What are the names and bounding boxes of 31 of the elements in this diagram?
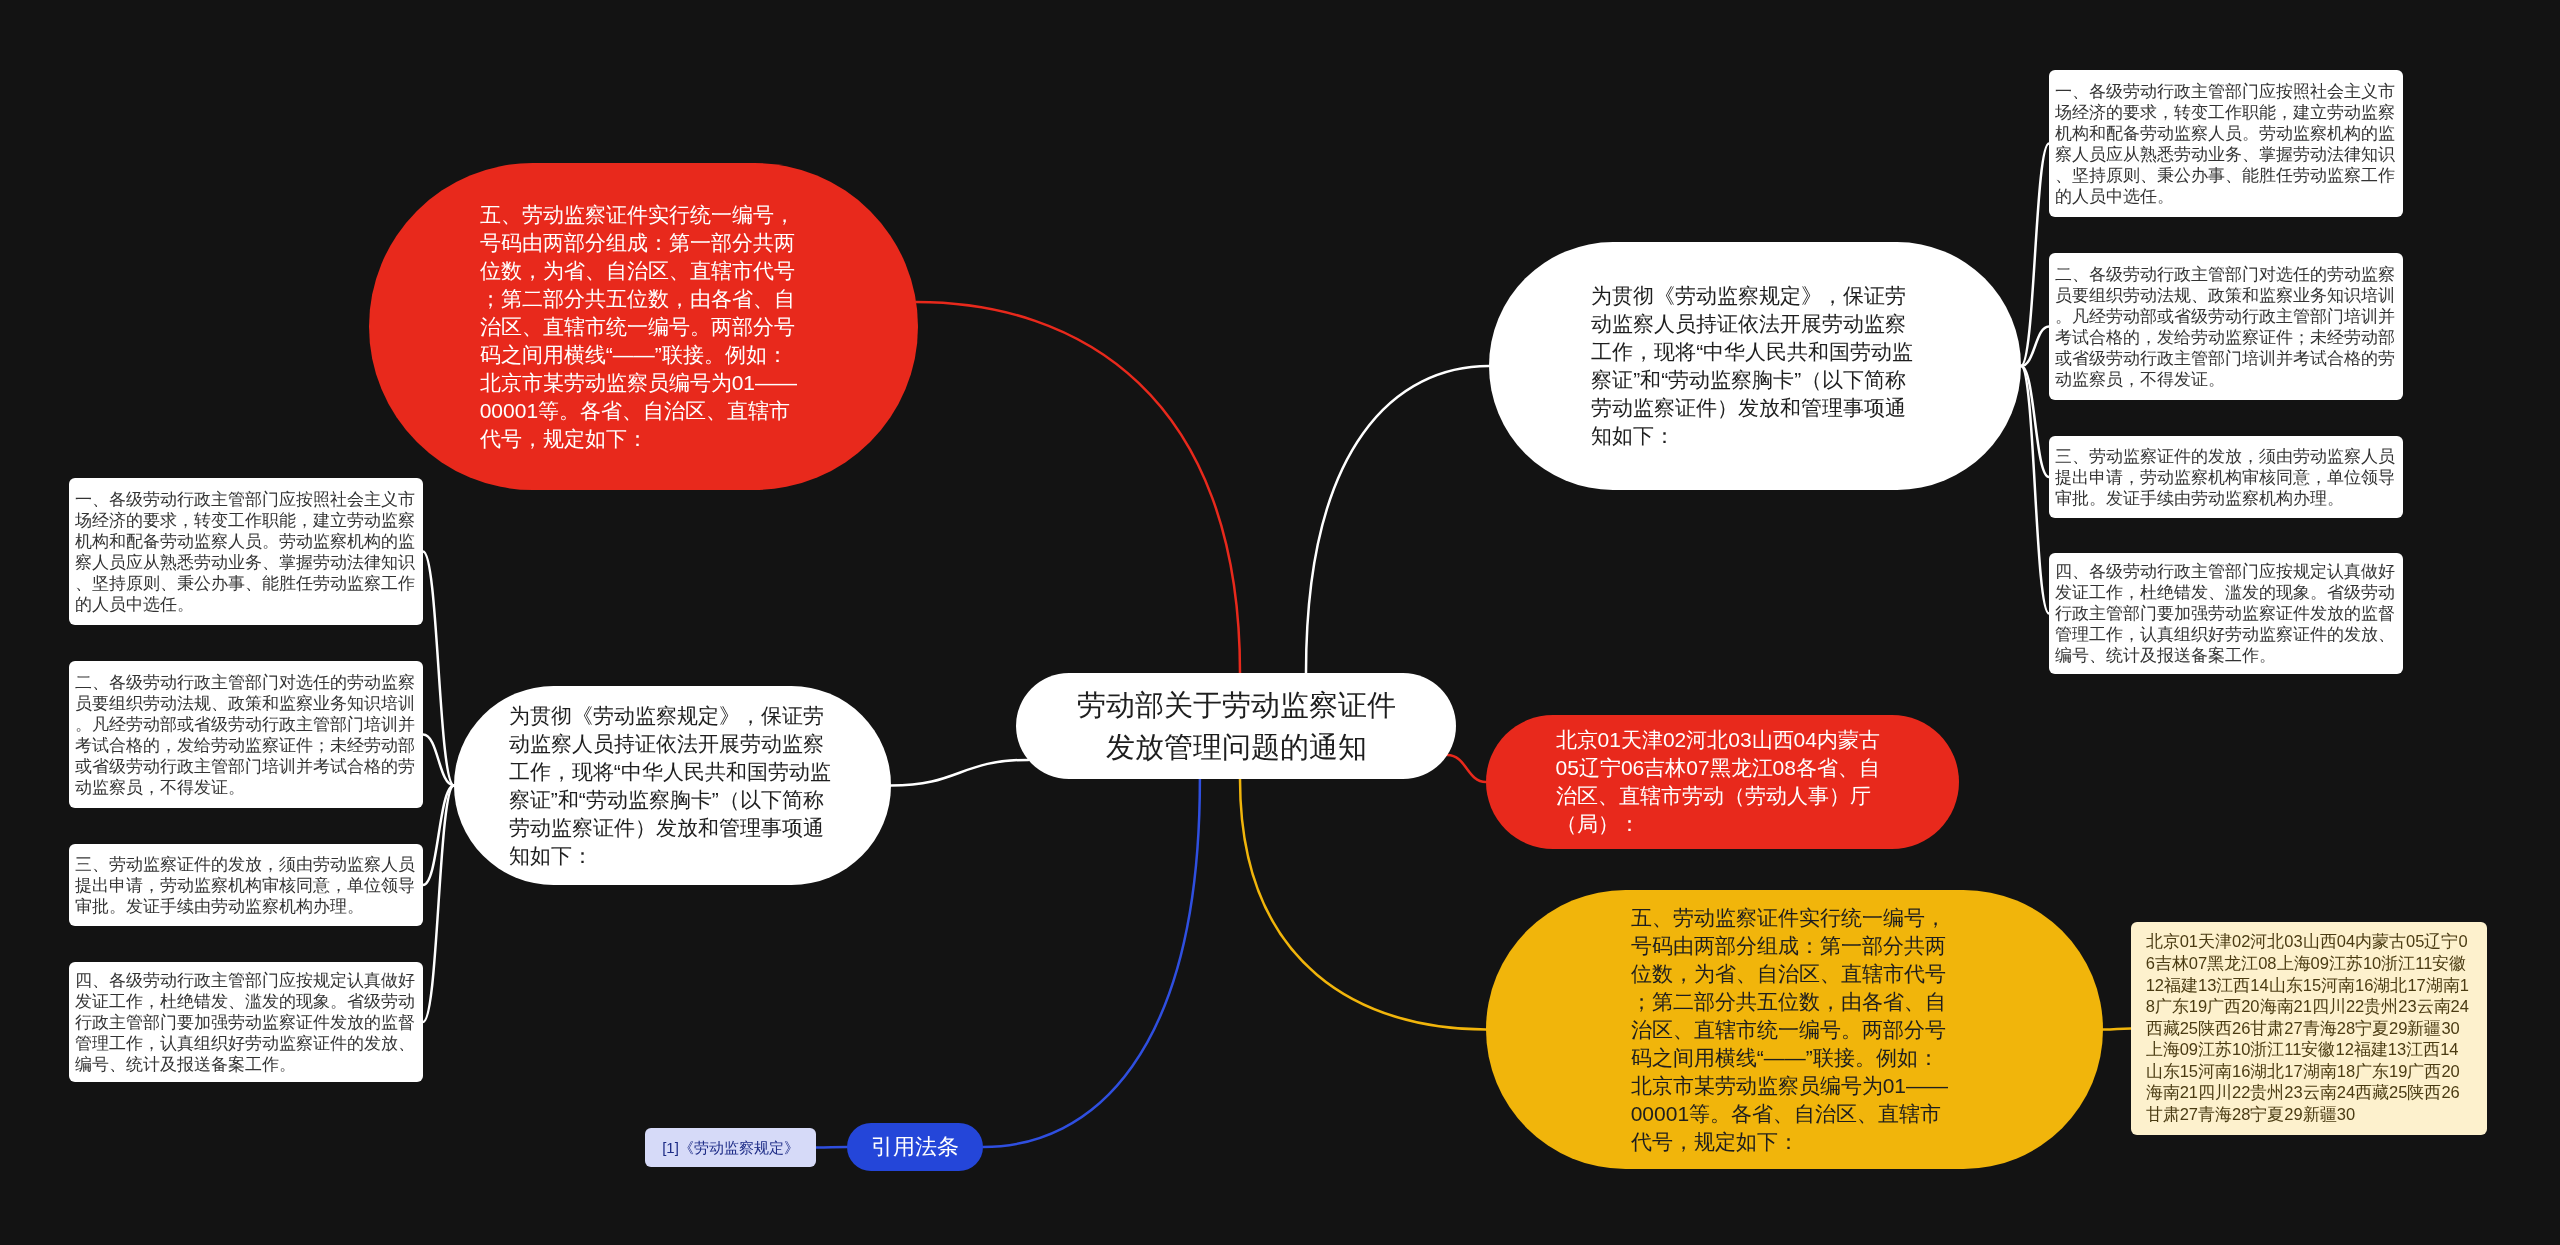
branch-line: [889, 758, 1030, 787]
note-card: 北京01天津02河北03山西04内蒙古05辽宁06吉林07黑龙江08上海09江苏10浙江11安徽12福建13江西14山东15河南16湖北17湖南18广东19广西20海南21四川22贵州23云南24西藏25陕西26甘肃27青海28宁夏29新疆30上海09江苏10浙江11安徽12福建13江西14山东15河南16湖北17湖南18广东19广西20海南21四川22贵州23云南24西藏25陕西26甘肃27青海28宁夏29新疆30: [2131, 922, 2487, 1135]
branch-line: [421, 784, 456, 887]
note-card: 四、各级劳动行政主管部门应按规定认真做好发证工作，杜绝错发、滥发的现象。省级劳动行政主管部门要加强劳动监察证件发放的监督管理工作，认真组织好劳动监察证件的发放、编号、统计及报送备案工作。: [69, 962, 423, 1082]
branch-line: [421, 784, 456, 1024]
branch-line: [1238, 777, 1488, 1031]
branch-line: [1304, 364, 1491, 675]
branch-line: [1446, 753, 1488, 784]
branch-line: [2019, 142, 2051, 368]
topic-bubble: 五、劳动监察证件实行统一编号，号码由两部分组成：第一部分共两位数，为省、自治区、直辖市代号；第二部分共五位数，由各省、自治区、直辖市统一编号。两部分号码之间用横线“——”联接。例如：北京市某劳动监察员编号为01——00001等。各省、自治区、直辖市代号，规定如下：: [369, 163, 918, 490]
branch-line: [814, 1145, 849, 1149]
note-card: 一、各级劳动行政主管部门应按照社会主义市场经济的要求，转变工作职能，建立劳动监察机构和配备劳动监察人员。劳动监察机构的监察人员应从熟悉劳动业务、掌握劳动法律知识、坚持原则、秉公办事、能胜任劳动监察工作的人员中选任。: [69, 478, 423, 625]
note-card: 二、各级劳动行政主管部门对选任的劳动监察员要组织劳动法规、政策和监察业务知识培训。凡经劳动部或省级劳动行政主管部门培训并考试合格的，发给劳动监察证件；未经劳动部或省级劳动行政主管部门培训并考试合格的劳动监察员，不得发证。: [69, 661, 423, 808]
branch-line: [2019, 364, 2051, 615]
note-card: 二、各级劳动行政主管部门对选任的劳动监察员要组织劳动法规、政策和监察业务知识培训。凡经劳动部或省级劳动行政主管部门培训并考试合格的，发给劳动监察证件；未经劳动部或省级劳动行政主管部门培训并考试合格的劳动监察员，不得发证。: [2049, 253, 2403, 400]
topic-bubble: 为贯彻《劳动监察规定》，保证劳动监察人员持证依法开展劳动监察工作，现将“中华人民共和国劳动监察证”和“劳动监察胸卡”（以下简称劳动监察证件）发放和管理事项通知如下：: [1489, 242, 2021, 490]
note-card: 三、劳动监察证件的发放，须由劳动监察人员提出申请，劳动监察机构审核同意，单位领导审批。发证手续由劳动监察机构办理。: [2049, 436, 2403, 518]
topic-bubble: 为贯彻《劳动监察规定》，保证劳动监察人员持证依法开展劳动监察工作，现将“中华人民共和国劳动监察证”和“劳动监察胸卡”（以下简称劳动监察证件）发放和管理事项通知如下：: [454, 686, 891, 885]
category-bubble: 引用法条: [847, 1123, 983, 1171]
topic-bubble: 五、劳动监察证件实行统一编号，号码由两部分组成：第一部分共两位数，为省、自治区、直辖市代号；第二部分共五位数，由各省、自治区、直辖市统一编号。两部分号码之间用横线“——”联接。例如：北京市某劳动监察员编号为01——00001等。各省、自治区、直辖市代号，规定如下：: [1486, 890, 2103, 1169]
note-card: 四、各级劳动行政主管部门应按规定认真做好发证工作，杜绝错发、滥发的现象。省级劳动行政主管部门要加强劳动监察证件发放的监督管理工作，认真组织好劳动监察证件的发放、编号、统计及报送备案工作。: [2049, 553, 2403, 674]
branch-line: [2101, 1027, 2133, 1031]
note-card: 三、劳动监察证件的发放，须由劳动监察人员提出申请，劳动监察机构审核同意，单位领导审批。发证手续由劳动监察机构办理。: [69, 844, 423, 926]
reference-tag: [1]《劳动监察规定》: [645, 1128, 816, 1167]
branch-line: [2019, 325, 2051, 368]
central-topic: 劳动部关于劳动监察证件发放管理问题的通知: [1016, 673, 1456, 779]
branch-line: [981, 777, 1202, 1149]
branch-line: [914, 300, 1242, 675]
branch-line: [421, 550, 456, 787]
note-card: 一、各级劳动行政主管部门应按照社会主义市场经济的要求，转变工作职能，建立劳动监察机构和配备劳动监察人员。劳动监察机构的监察人员应从熟悉劳动业务、掌握劳动法律知识、坚持原则、秉公办事、能胜任劳动监察工作的人员中选任。: [2049, 70, 2403, 217]
topic-bubble: 北京01天津02河北03山西04内蒙古05辽宁06吉林07黑龙江08各省、自治区、直辖市劳动（劳动人事）厅（局）：: [1486, 715, 1959, 849]
